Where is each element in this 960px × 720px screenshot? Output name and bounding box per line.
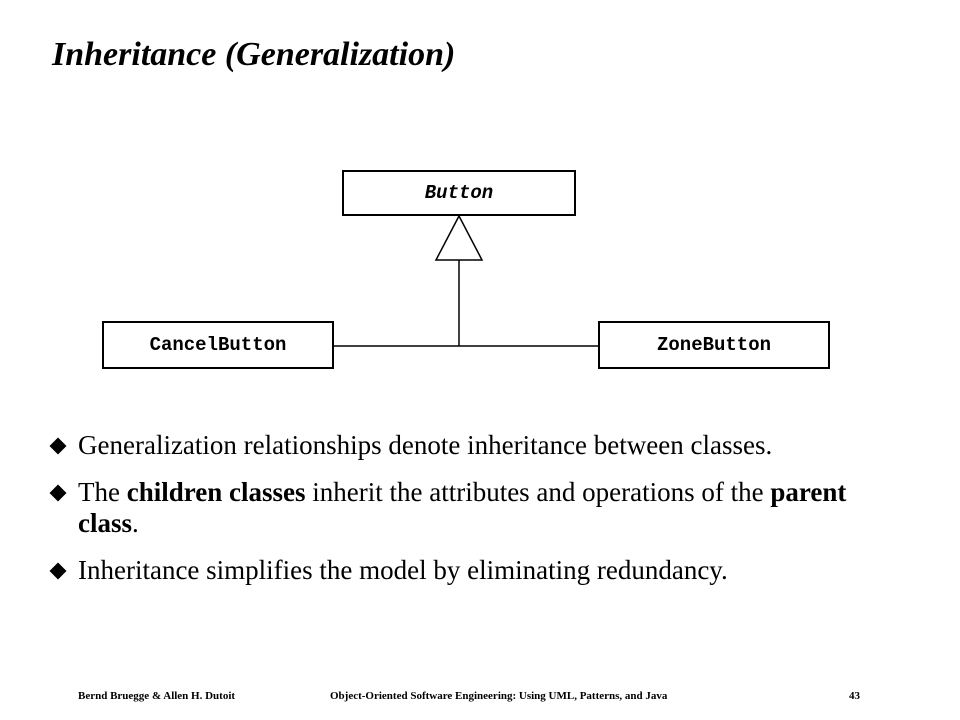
generalization-triangle-icon (434, 214, 484, 261)
bullet-text-part: . (132, 508, 139, 538)
bullet-list: Generalization relationships denote inhe… (49, 430, 910, 602)
bullet-item: The children classes inherit the attribu… (49, 477, 910, 539)
bullet-text: Inheritance simplifies the model by elim… (78, 555, 728, 585)
bullet-text-bold-parent-class: parent class (78, 477, 847, 538)
class-box-button: Button (342, 170, 576, 216)
bullet-item: Generalization relationships denote inhe… (49, 430, 910, 461)
footer-book-title: Object-Oriented Software Engineering: Us… (330, 690, 668, 702)
bullet-item: Inheritance simplifies the model by elim… (49, 555, 910, 586)
inheritance-diagram: Button CancelButton ZoneButton (102, 170, 830, 369)
class-box-zonebutton: ZoneButton (598, 321, 830, 369)
class-box-cancelbutton: CancelButton (102, 321, 334, 369)
bullet-text-part: The (78, 477, 127, 507)
footer-authors: Bernd Bruegge & Allen H. Dutoit (78, 690, 236, 702)
diamond-bullet-icon (49, 484, 67, 502)
diamond-bullet-icon (49, 562, 67, 580)
bullet-text: Generalization relationships denote inhe… (78, 430, 773, 460)
diamond-bullet-icon (49, 437, 67, 455)
bullet-text-bold-children-classes: children classes (126, 477, 306, 507)
slide-title: Inheritance (Generalization) (52, 36, 456, 73)
footer-page-number: 43 (849, 690, 860, 702)
inheritance-connectors (334, 214, 598, 347)
bullet-text-part: inherit the attributes and operations of… (305, 477, 771, 507)
